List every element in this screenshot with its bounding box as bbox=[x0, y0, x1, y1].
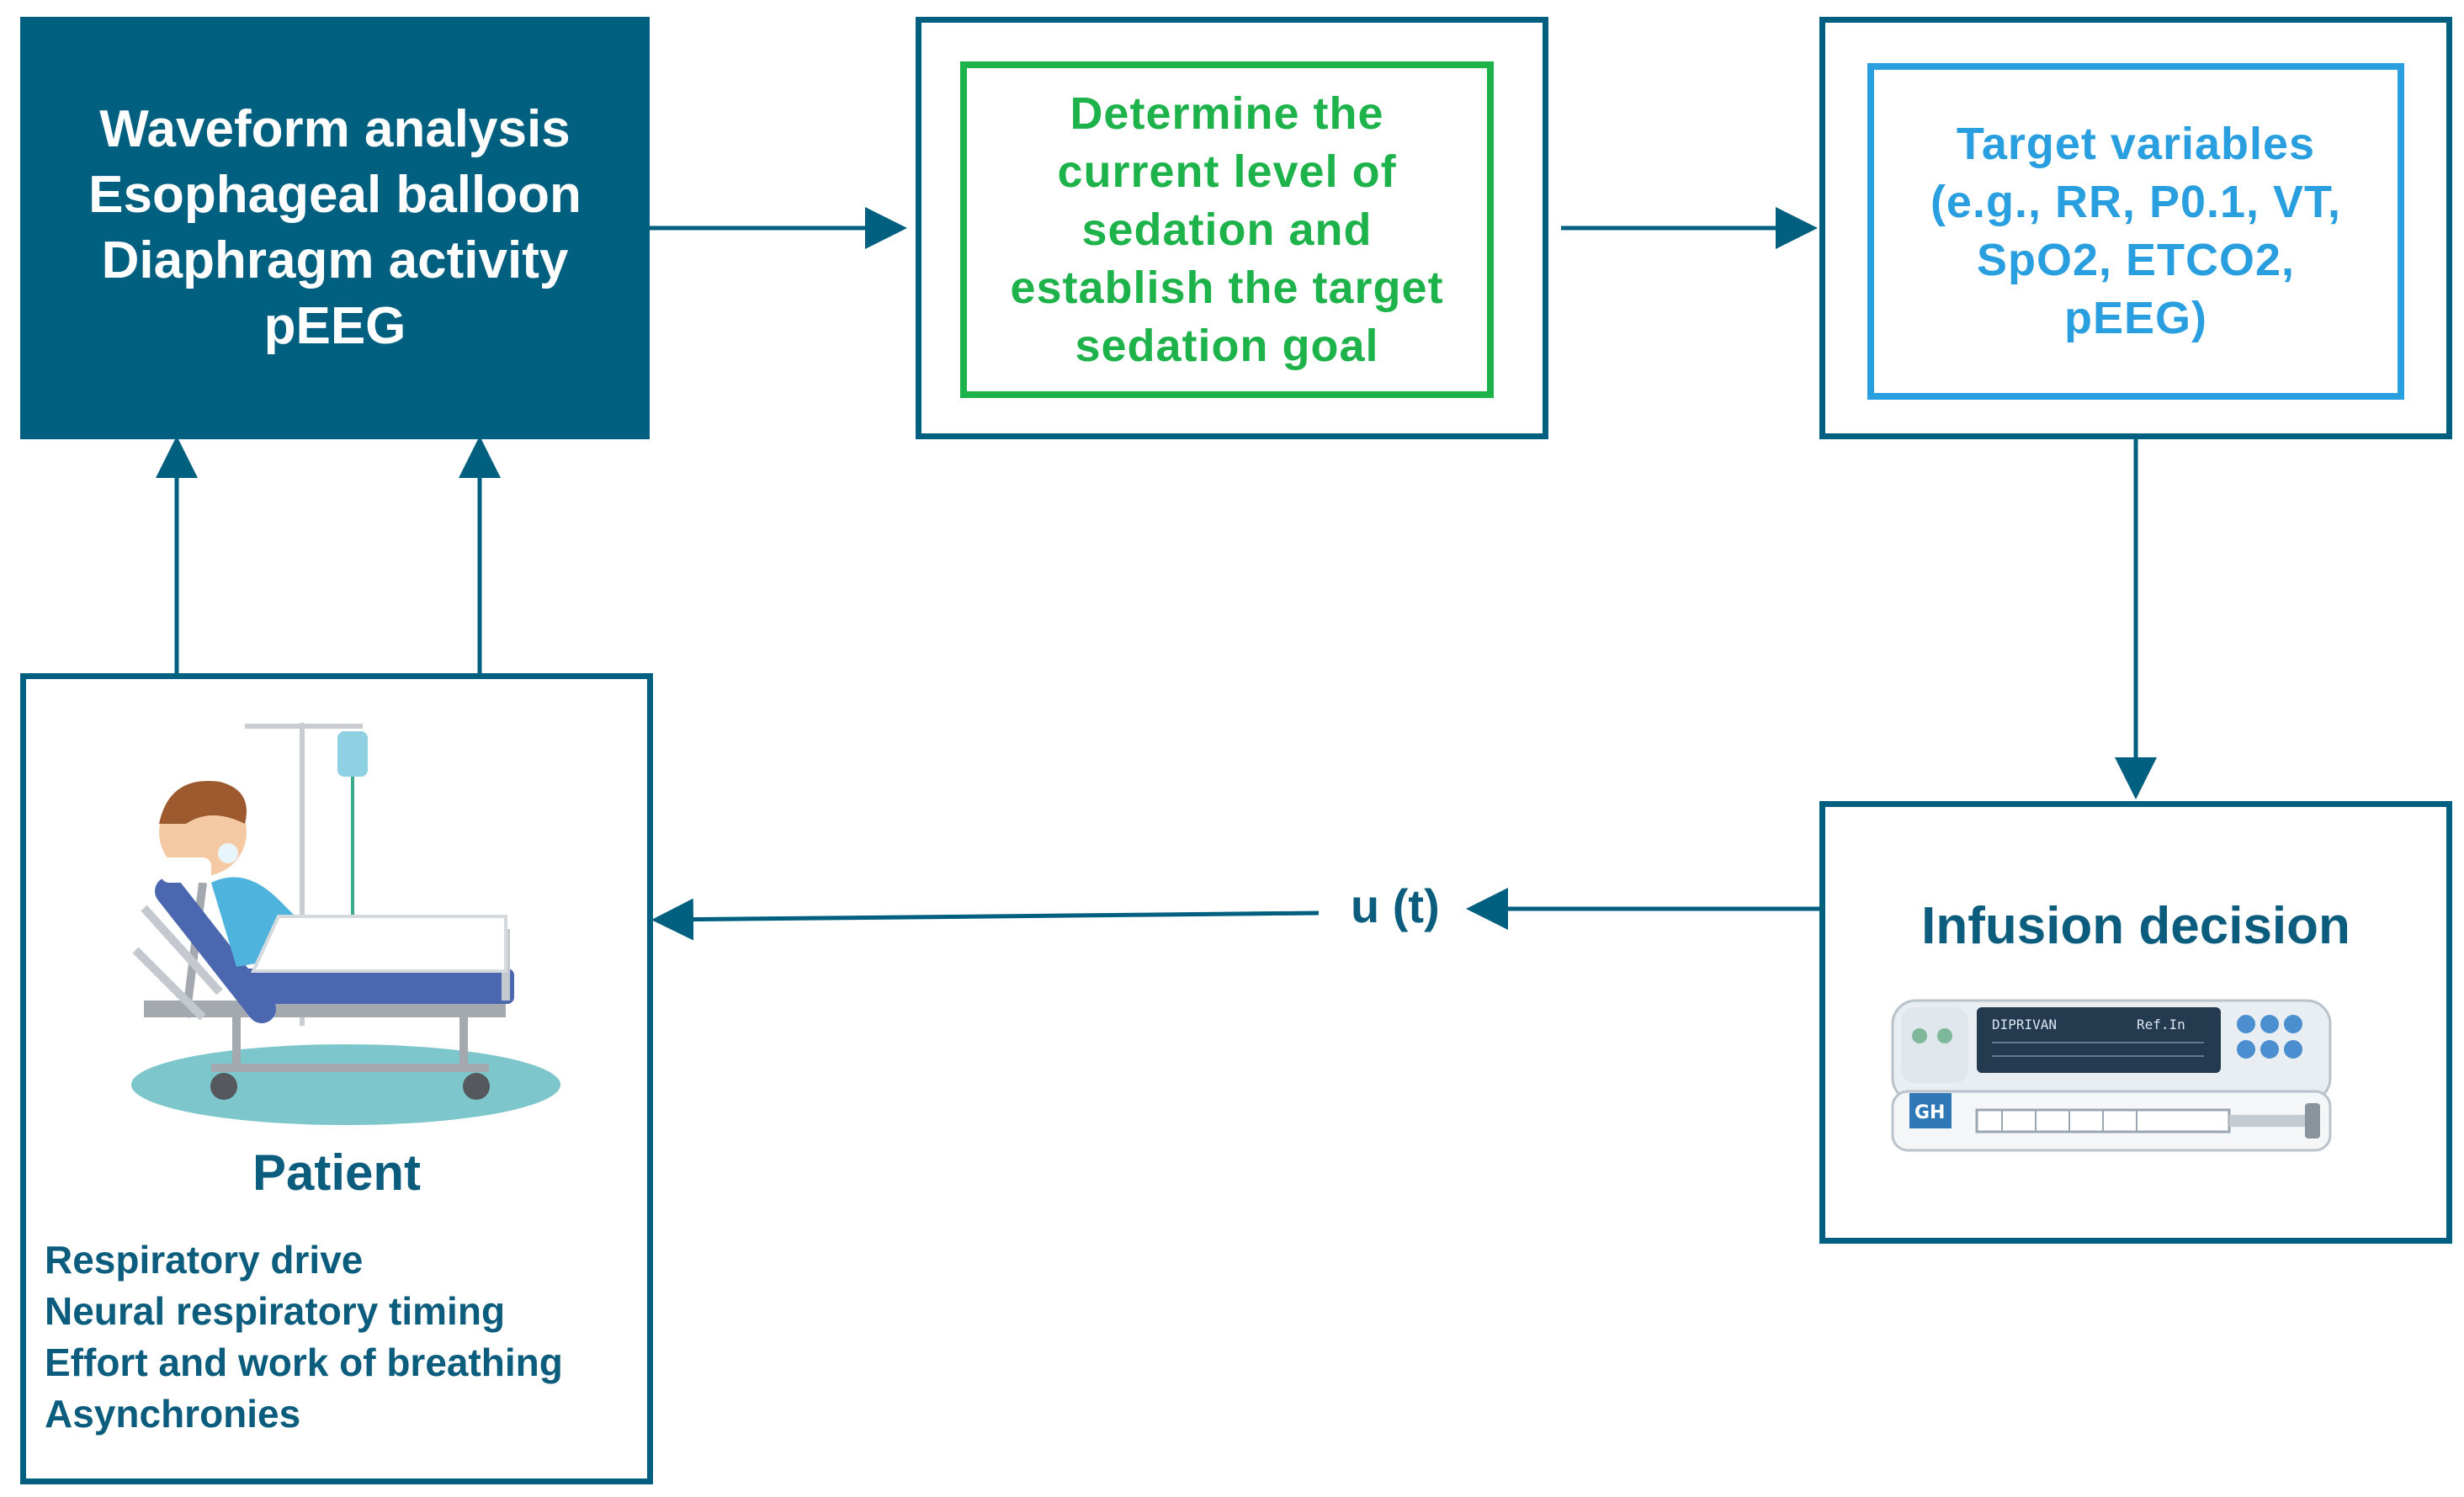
measurement-box: Waveform analysis Esophageal balloon Dia… bbox=[20, 17, 650, 439]
pump-left-button-icon bbox=[1912, 1028, 1927, 1043]
pump-badge: GH bbox=[1914, 1102, 1945, 1123]
control-signal-label: u (t) bbox=[1351, 879, 1440, 932]
target-line: (e.g., RR, P0.1, VT, bbox=[1930, 177, 2342, 227]
patient-box: Patient Respiratory drive Neural respira… bbox=[20, 673, 653, 1484]
pump-keypad-icon bbox=[2237, 1015, 2255, 1033]
bed-wheel-icon bbox=[463, 1073, 490, 1100]
target-line: SpO2, ETCO2, bbox=[1976, 235, 2296, 285]
patient-factor: Asynchronies bbox=[45, 1392, 301, 1436]
pump-keypad-icon bbox=[2260, 1040, 2279, 1059]
measurement-line: pEEG bbox=[263, 297, 406, 355]
pump-keypad-icon bbox=[2284, 1015, 2302, 1033]
sedation-line: current level of bbox=[1057, 146, 1397, 197]
floor-shadow bbox=[131, 1044, 560, 1125]
target-inner-box: Target variables (e.g., RR, P0.1, VT, Sp… bbox=[1867, 63, 2404, 400]
patient-factor: Effort and work of breathing bbox=[45, 1340, 563, 1384]
target-line: pEEG) bbox=[2063, 293, 2207, 343]
arrow-label-to-patient bbox=[651, 898, 1320, 941]
measurement-line: Diaphragm activity bbox=[101, 231, 569, 289]
patient-title: Patient bbox=[252, 1144, 422, 1201]
measurement-line: Waveform analysis bbox=[99, 100, 571, 158]
pump-keypad-icon bbox=[2237, 1040, 2255, 1059]
patient-factor: Neural respiratory timing bbox=[45, 1289, 506, 1333]
infusion-box: Infusion decision DIPRIVAN Ref.In GH bbox=[1819, 801, 2452, 1244]
pump-keypad-icon bbox=[2260, 1015, 2279, 1033]
pump-left-button-icon bbox=[1937, 1028, 1952, 1043]
sedation-box: Determine the current level of sedation … bbox=[916, 17, 1548, 439]
pump-screen-value: Ref.In bbox=[2137, 1017, 2185, 1033]
iv-bag-icon bbox=[337, 731, 368, 777]
pump-keypad-icon bbox=[2284, 1040, 2302, 1059]
patient-bed-illustration bbox=[131, 723, 560, 1125]
patient-factor: Respiratory drive bbox=[45, 1238, 364, 1282]
sedation-line: sedation goal bbox=[1075, 320, 1379, 371]
sedation-line: sedation and bbox=[1081, 204, 1373, 255]
measurement-line: Esophageal balloon bbox=[88, 166, 581, 224]
sedation-inner-box: Determine the current level of sedation … bbox=[960, 61, 1494, 398]
patient-factor-list: Respiratory drive Neural respiratory tim… bbox=[45, 1234, 563, 1440]
infusion-title: Infusion decision bbox=[1921, 897, 2350, 955]
pump-screen-text: DIPRIVAN bbox=[1992, 1017, 2057, 1033]
sedation-line: establish the target bbox=[1010, 262, 1444, 313]
bed-wheel-icon bbox=[210, 1073, 237, 1100]
target-line: Target variables bbox=[1956, 119, 2316, 169]
sedation-line: Determine the bbox=[1070, 88, 1384, 139]
syringe-pump-illustration: DIPRIVAN Ref.In GH bbox=[1891, 999, 2332, 1152]
target-box: Target variables (e.g., RR, P0.1, VT, Sp… bbox=[1819, 17, 2452, 439]
